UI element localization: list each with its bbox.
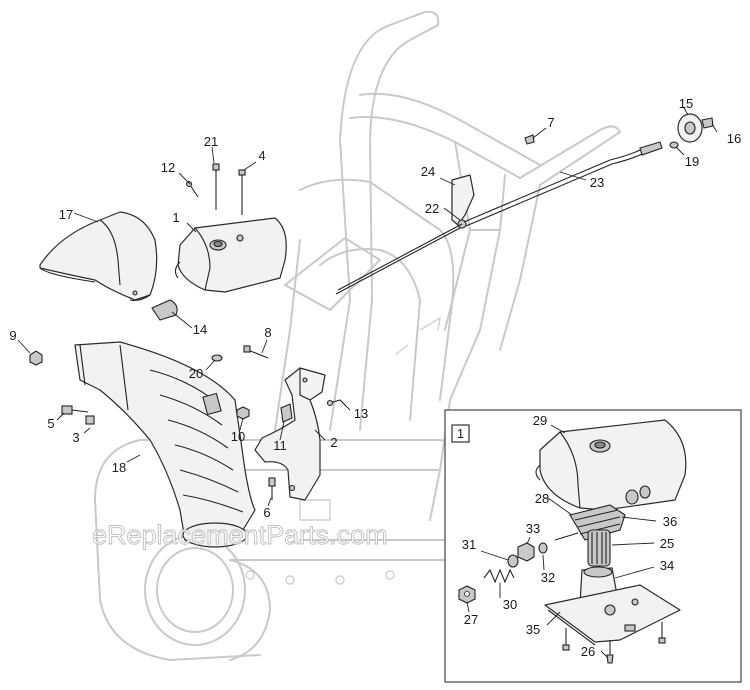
inset-hardware bbox=[458, 542, 666, 664]
inset-panel: 1 bbox=[444, 409, 742, 683]
callout-30: 30 bbox=[503, 597, 517, 612]
callout-33: 33 bbox=[526, 521, 540, 536]
callout-19: 19 bbox=[685, 154, 699, 169]
callout-3: 3 bbox=[72, 430, 79, 445]
pivot-bracket-part bbox=[280, 403, 293, 423]
callout-31: 31 bbox=[462, 537, 476, 552]
callout-4: 4 bbox=[258, 148, 265, 163]
callout-16: 16 bbox=[727, 131, 741, 146]
callout-14: 14 bbox=[193, 322, 207, 337]
callout-29: 29 bbox=[533, 413, 547, 428]
callout-28: 28 bbox=[535, 491, 549, 506]
inset-cover-part bbox=[535, 419, 687, 511]
inset-gear-shaft bbox=[554, 485, 651, 541]
callout-2: 2 bbox=[330, 435, 337, 450]
chute-cover-part bbox=[174, 217, 287, 293]
callout-9: 9 bbox=[9, 328, 16, 343]
callout-7: 7 bbox=[547, 115, 554, 130]
callout-26: 26 bbox=[581, 644, 595, 659]
watermark-text: eReplacementParts.com bbox=[92, 520, 388, 550]
callout-6: 6 bbox=[263, 505, 270, 520]
callout-22: 22 bbox=[425, 201, 439, 216]
inset-drive-gear bbox=[587, 529, 611, 567]
callout-5: 5 bbox=[47, 416, 54, 431]
callout-13: 13 bbox=[354, 406, 368, 421]
callout-12: 12 bbox=[161, 160, 175, 175]
inset-tag-label: 1 bbox=[457, 426, 464, 441]
callout-36: 36 bbox=[663, 514, 677, 529]
discharge-chute-part bbox=[74, 341, 256, 548]
callout-11: 11 bbox=[273, 438, 287, 453]
leader-lines bbox=[17, 107, 718, 659]
inset-tag-box bbox=[451, 424, 470, 443]
callout-27: 27 bbox=[464, 612, 478, 627]
callout-23: 23 bbox=[590, 175, 604, 190]
callout-15: 15 bbox=[679, 96, 693, 111]
deflector-handle-part bbox=[151, 299, 178, 321]
callout-32: 32 bbox=[541, 570, 555, 585]
callout-24: 24 bbox=[421, 164, 435, 179]
callout-10: 10 bbox=[231, 429, 245, 444]
callout-35: 35 bbox=[526, 622, 540, 637]
crank-rod-assembly bbox=[335, 141, 663, 295]
callout-21: 21 bbox=[204, 134, 218, 149]
inset-base-plate bbox=[544, 584, 681, 646]
callout-20: 20 bbox=[189, 366, 203, 381]
callout-34: 34 bbox=[660, 558, 674, 573]
callout-18: 18 bbox=[112, 460, 126, 475]
chute-deflector-part bbox=[39, 211, 158, 301]
callout-1: 1 bbox=[172, 210, 179, 225]
callout-8: 8 bbox=[264, 325, 271, 340]
callout-labels: 1 2 3 4 5 6 7 8 9 10 11 12 13 14 15 16 1… bbox=[9, 96, 741, 659]
callout-25: 25 bbox=[660, 536, 674, 551]
callout-17: 17 bbox=[59, 207, 73, 222]
crank-knob-assembly bbox=[669, 113, 714, 149]
chute-hardware bbox=[29, 134, 535, 500]
chute-bracket-part bbox=[254, 367, 326, 501]
